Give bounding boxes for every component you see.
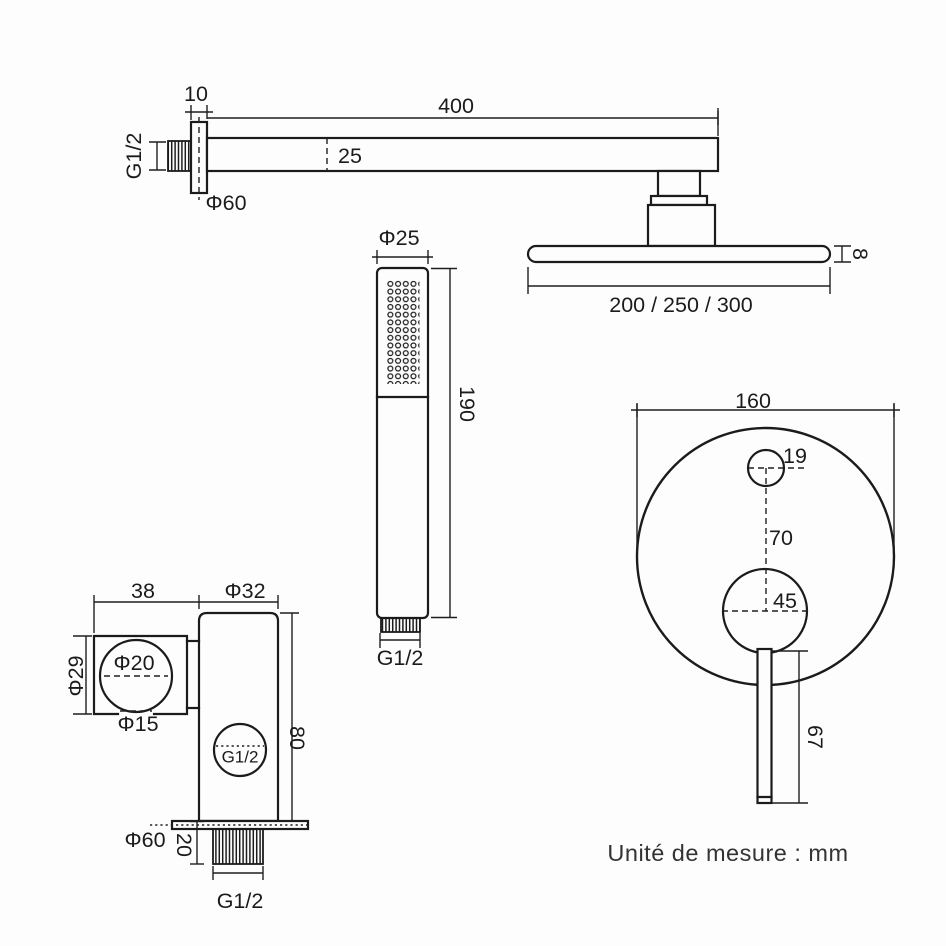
arm-bar-height-label: 25 (338, 144, 362, 168)
mixer-center-spacing-label: 70 (769, 526, 793, 550)
outlet-port-circle (212, 722, 268, 778)
mixer-button-diameter-label: 19 (783, 444, 807, 468)
outlet-thread (212, 828, 264, 865)
shower-arm-drawing: 10 400 25 G1/2 Φ60 (122, 82, 720, 215)
handshower-length-label: 190 (455, 386, 479, 422)
mixer-valve-drawing: 160 19 70 45 67 (631, 389, 900, 805)
handshower-thread-label: G1/2 (377, 646, 424, 670)
outlet-body-height-label: 80 (285, 726, 309, 750)
shower-head-drawing: 8 200 / 250 / 300 (526, 169, 872, 317)
head-disc (526, 244, 832, 264)
arm-length-label: 400 (438, 94, 474, 118)
outlet-port-thread-label: G1/2 (222, 748, 259, 767)
hand-shower-drawing: Φ25 190 G1/2 (372, 226, 479, 670)
outlet-flange-diameter-label: Φ60 (124, 828, 165, 852)
mixer-plate-diameter-label: 160 (735, 389, 771, 413)
mixer-lever-length-label: 67 (803, 725, 827, 749)
outlet-body-width-label: Φ32 (224, 579, 265, 603)
head-stem (656, 169, 702, 198)
outlet-holder-drawing: 38 Φ32 Φ29 Φ20 Φ15 80 G1/2 Φ60 20 G1/2 (64, 579, 310, 913)
holder-opening-diameter-label: Φ15 (117, 712, 158, 736)
holder-height-label: Φ29 (64, 655, 88, 696)
outlet-body (197, 611, 280, 823)
holder-width-label: 38 (131, 579, 155, 603)
mixer-lever (756, 647, 773, 805)
handshower-thread (380, 617, 421, 633)
head-diameter-options-label: 200 / 250 / 300 (609, 293, 752, 317)
mixer-handle-diameter-label: 45 (773, 589, 797, 613)
arm-inlet-thread-label: G1/2 (122, 133, 146, 180)
outlet-thread-length-label: 20 (172, 833, 196, 857)
handshower-holder (92, 634, 189, 716)
arm-flange-thickness-label: 10 (184, 82, 208, 106)
handshower-diameter-label: Φ25 (378, 226, 419, 250)
head-step (649, 194, 709, 207)
unit-of-measure-note: Unité de mesure : mm (607, 840, 848, 866)
holder-cradle-diameter-label: Φ20 (113, 651, 154, 675)
holder-cradle-circle (98, 638, 174, 714)
head-ball-joint (646, 203, 717, 248)
arm-inlet-thread-hatch (167, 140, 192, 172)
handshower-spray-nozzles (386, 280, 420, 384)
arm-bar (205, 136, 720, 173)
outlet-thread-label: G1/2 (217, 889, 264, 913)
head-thickness-label: 8 (848, 248, 872, 260)
arm-flange-diameter-label: Φ60 (205, 191, 246, 215)
